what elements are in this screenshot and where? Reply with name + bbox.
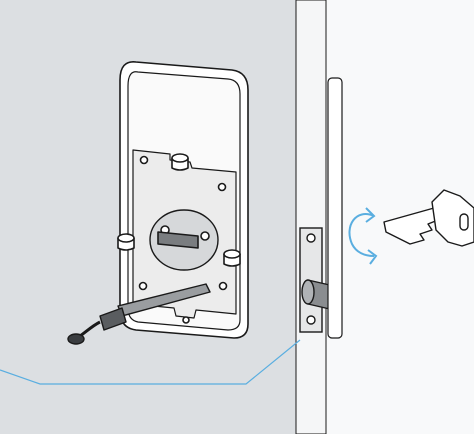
key-icon	[383, 189, 474, 247]
rotate-arrow-head	[365, 207, 376, 223]
callout-line	[0, 339, 301, 385]
rotate-arrow-icon	[348, 207, 378, 265]
mounting-plate	[117, 61, 249, 339]
door-edge-strip	[327, 77, 343, 339]
rotate-arrow-arc	[348, 213, 375, 257]
key-bow-slot	[459, 213, 469, 231]
mounting-post-left	[117, 233, 135, 251]
strike-screw-top	[306, 233, 316, 243]
screw-hole-bottom-right	[218, 281, 228, 291]
strike-screw-bottom	[306, 315, 316, 325]
key-bow	[431, 189, 474, 247]
rotate-arrow-tail	[367, 249, 378, 265]
screw-hole-bottom-left	[138, 281, 148, 291]
mounting-post-top	[171, 153, 189, 171]
door-frame	[295, 0, 327, 434]
mounting-post-right	[223, 249, 241, 267]
screw-hole-top-left	[139, 155, 149, 165]
tailpiece-bar	[157, 231, 199, 249]
screw-hole-top-right	[217, 182, 227, 192]
screw-hole-bottom-center	[182, 316, 190, 324]
cable-end-connector	[67, 333, 85, 345]
cable-plug	[99, 307, 127, 331]
latch-bolt-face	[301, 279, 315, 305]
cable-connector	[67, 283, 211, 345]
bore-screw-right	[200, 231, 210, 241]
